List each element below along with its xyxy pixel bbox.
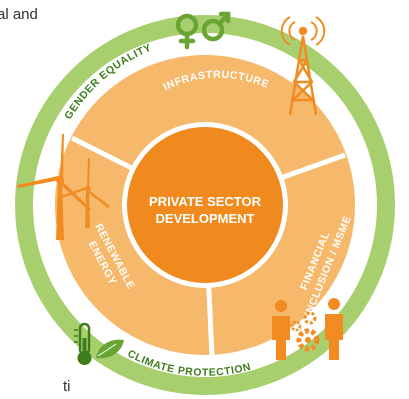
center-circle (127, 127, 283, 283)
page-text-bottom-fragment: ti (63, 378, 71, 395)
center-label-line2: DEVELOPMENT (156, 211, 255, 226)
page-text-top-fragment: al and (0, 6, 38, 23)
center-label-line1: PRIVATE SECTOR (149, 194, 262, 209)
gender-symbols-icon (175, 11, 231, 50)
thermometer-leaf-icon (74, 322, 124, 365)
business-people-gears-icon (272, 298, 343, 360)
wind-turbine-icon (17, 134, 110, 240)
transmission-tower-icon (280, 16, 326, 116)
